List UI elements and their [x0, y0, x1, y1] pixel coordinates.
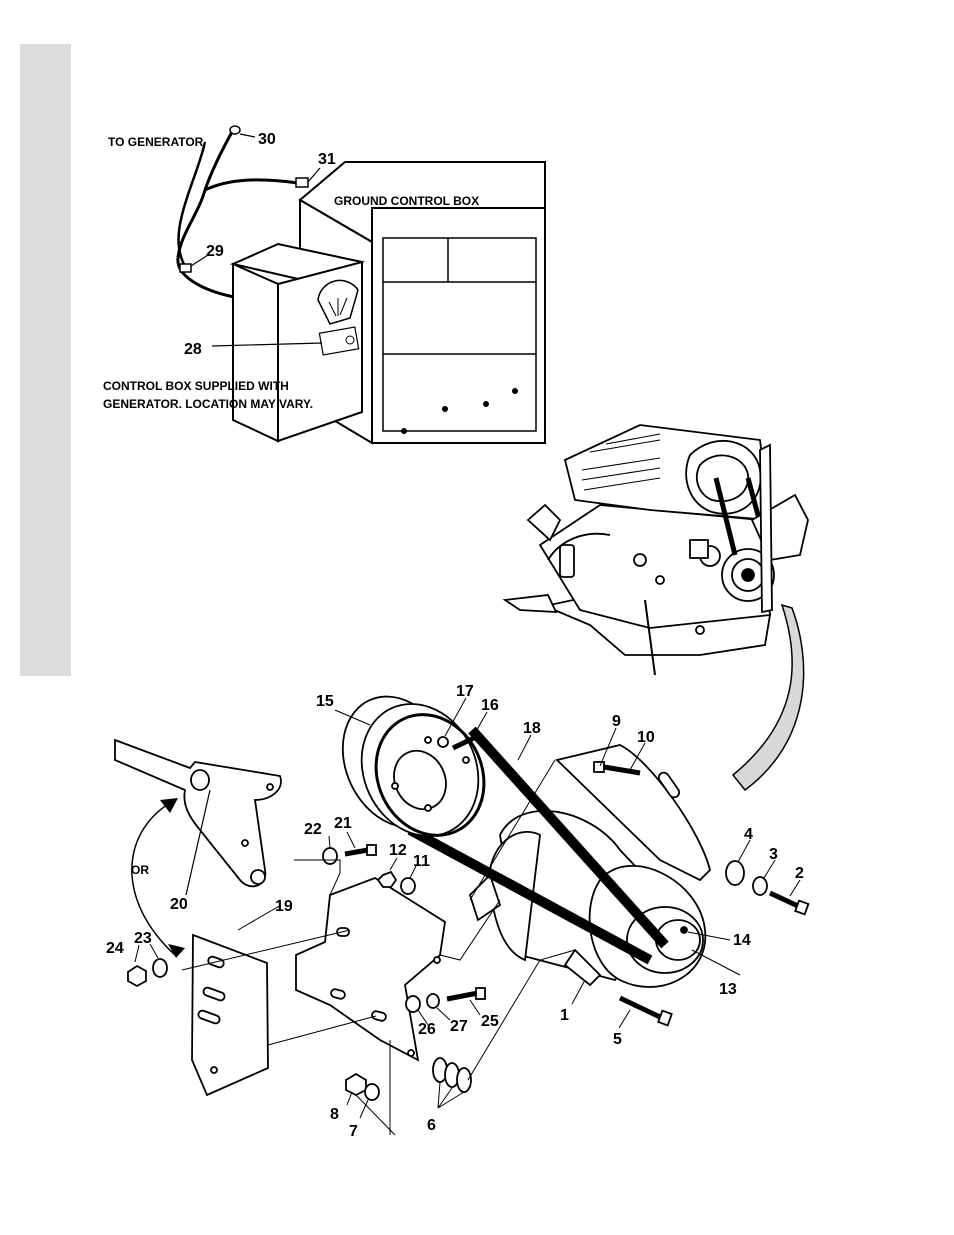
callout-2: 2 — [795, 865, 804, 882]
label-or: OR — [131, 863, 149, 877]
callout-17: 17 — [456, 683, 474, 700]
callout-12: 12 — [389, 842, 407, 859]
callout-26: 26 — [418, 1021, 436, 1038]
label-to-generator: TO GENERATOR — [108, 135, 204, 149]
callout-30: 30 — [258, 131, 276, 148]
callout-14: 14 — [733, 932, 751, 949]
callout-18: 18 — [523, 720, 541, 737]
callout-1: 1 — [560, 1007, 569, 1024]
callout-6: 6 — [427, 1117, 436, 1134]
callout-25: 25 — [481, 1013, 499, 1030]
callout-15: 15 — [316, 693, 334, 710]
callout-21: 21 — [334, 815, 352, 832]
callout-13: 13 — [719, 981, 737, 998]
callout-31: 31 — [318, 151, 336, 168]
callout-27: 27 — [450, 1018, 468, 1035]
callout-10: 10 — [637, 729, 655, 746]
callout-7: 7 — [349, 1123, 358, 1140]
callout-11: 11 — [413, 853, 430, 870]
callout-8: 8 — [330, 1106, 339, 1123]
callout-3: 3 — [769, 846, 778, 863]
exploded-parts — [115, 678, 808, 1100]
callout-24: 24 — [106, 940, 124, 957]
callout-20: 20 — [170, 896, 188, 913]
callout-4: 4 — [744, 826, 753, 843]
generator-control-box — [212, 244, 362, 441]
label-ground-control-box: GROUND CONTROL BOX — [334, 194, 479, 208]
callout-5: 5 — [613, 1031, 622, 1048]
callout-9: 9 — [612, 713, 621, 730]
callout-19: 19 — [275, 898, 293, 915]
callout-29: 29 — [206, 243, 224, 260]
label-control-box-note-1: CONTROL BOX SUPPLIED WITH — [103, 379, 289, 393]
engine-illustration — [505, 425, 808, 675]
callout-22: 22 — [304, 821, 322, 838]
label-control-box-note-2: GENERATOR. LOCATION MAY VARY. — [103, 397, 313, 411]
callout-28: 28 — [184, 341, 202, 358]
callout-16: 16 — [481, 697, 499, 714]
callout-23: 23 — [134, 930, 152, 947]
